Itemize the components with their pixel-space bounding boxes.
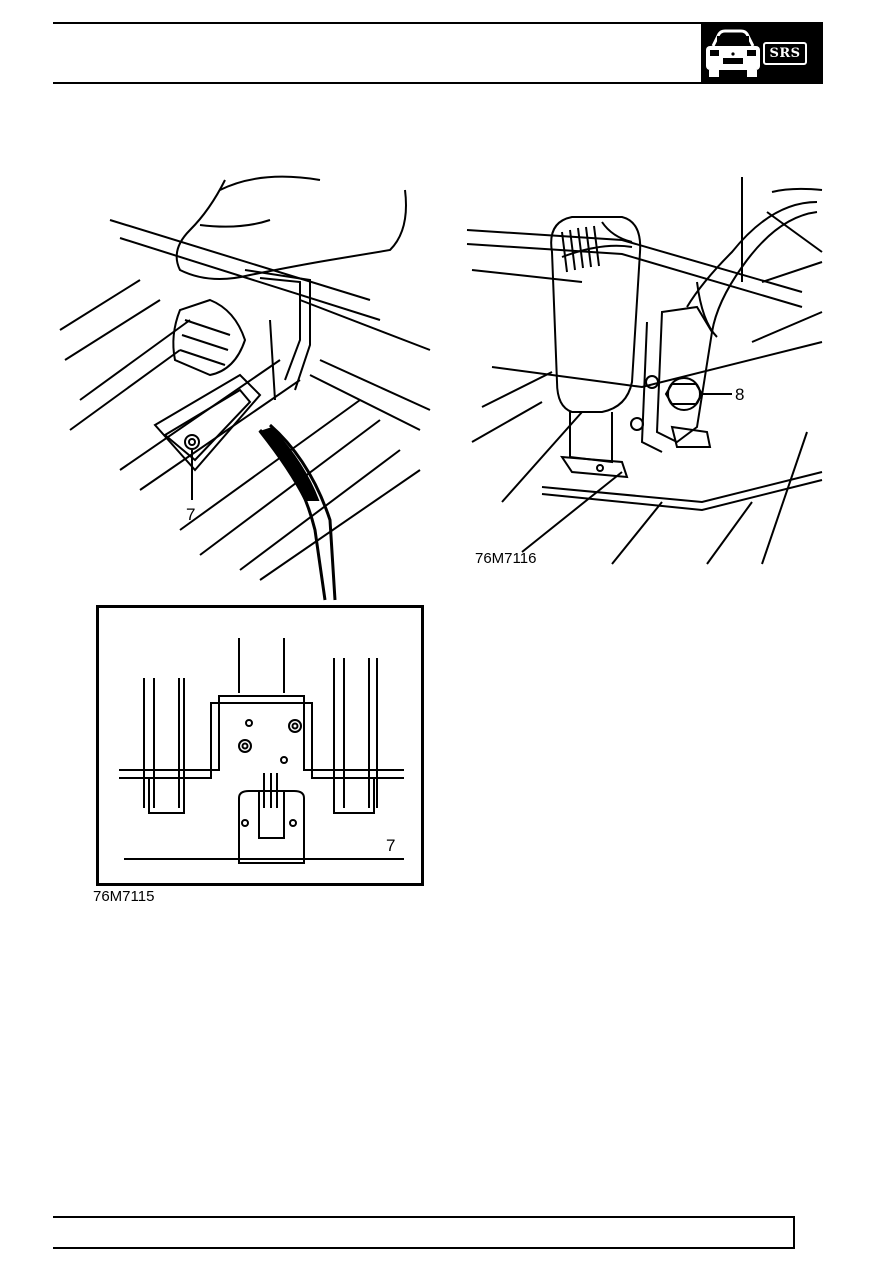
inset-callout-7: 7 (386, 836, 396, 855)
figure-code-1: 76M7115 (93, 888, 155, 905)
illustration-buckle-floor (59, 175, 431, 601)
illustration-buckle-stalk (466, 177, 823, 565)
inset-detail: 7 (96, 605, 424, 886)
srs-label: SRS (763, 42, 807, 65)
car-front-icon (706, 29, 760, 77)
srs-badge: SRS (701, 22, 823, 84)
figure-code-2: 76M7116 (475, 550, 537, 567)
header-top-rule (53, 22, 823, 24)
inset-illustration (119, 638, 404, 864)
callout-8: 8 (735, 385, 745, 404)
header-bottom-rule (53, 82, 823, 84)
footer-right-rule (793, 1216, 795, 1249)
footer-bottom-rule (53, 1247, 795, 1249)
callout-7: 7 (186, 505, 196, 524)
footer-top-rule (53, 1216, 795, 1218)
